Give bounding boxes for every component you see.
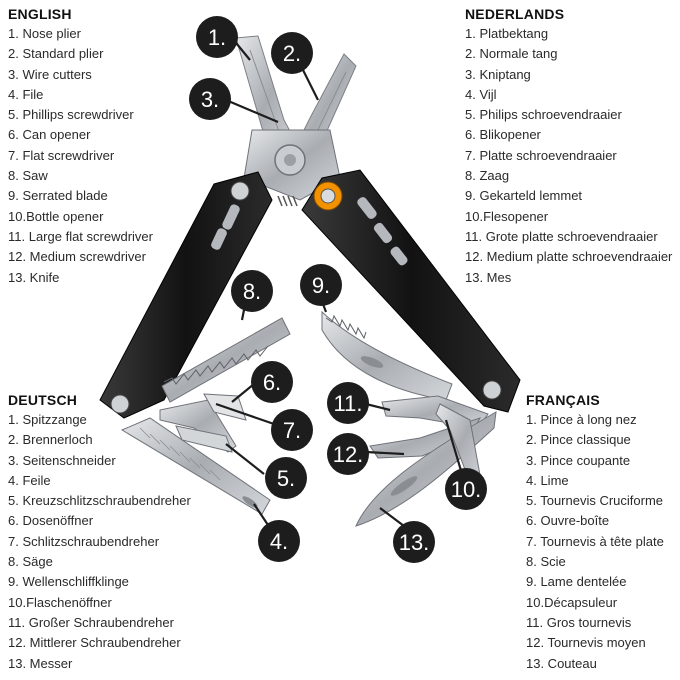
legend-deutsch: DEUTSCH 1. Spitzzange 2. Brennerloch 3. … xyxy=(8,392,191,674)
legend-item: 13. Couteau xyxy=(526,655,597,671)
callout-7: 7. xyxy=(271,409,313,451)
callout-label: 1. xyxy=(208,25,226,50)
legend-item: 3. Seitenschneider xyxy=(8,452,116,468)
legend-item: 13. Messer xyxy=(8,655,73,671)
left-handle xyxy=(99,171,273,419)
legend-item: 10.Bottle opener xyxy=(8,208,104,224)
legend-item: 3. Wire cutters xyxy=(8,66,92,82)
legend-item: 5. Phillips screwdriver xyxy=(8,107,134,123)
callout-3: 3. xyxy=(189,78,231,120)
legend-item: 12. Tournevis moyen xyxy=(526,635,646,651)
legend-item: 12. Mittlerer Schraubendreher xyxy=(8,635,181,651)
legend-item: 4. Feile xyxy=(8,472,51,488)
legend-heading: ENGLISH xyxy=(8,6,72,22)
legend-nederlands: NEDERLANDS 1. Platbektang 2. Normale tan… xyxy=(465,6,672,288)
legend-item: 10.Flaschenöffner xyxy=(8,594,112,610)
legend-item: 1. Spitzzange xyxy=(8,412,87,427)
callout-label: 12. xyxy=(333,442,364,467)
callout-label: 3. xyxy=(201,87,219,112)
legend-item: 1. Platbektang xyxy=(465,26,549,41)
legend-item: 6. Can opener xyxy=(8,127,91,143)
legend-item: 8. Zaag xyxy=(465,168,510,184)
callout-5: 5. xyxy=(265,457,307,499)
legend-item: 8. Scie xyxy=(526,554,566,570)
legend-item: 5. Tournevis Cruciforme xyxy=(526,493,664,509)
legend-item: 6. Dosenöffner xyxy=(8,513,94,529)
legend-item: 5. Philips schroevendraaier xyxy=(465,107,622,123)
legend-item: 8. Säge xyxy=(8,554,53,570)
callout-label: 13. xyxy=(399,530,430,555)
legend-item: 7. Flat screwdriver xyxy=(8,147,115,163)
right-handle xyxy=(301,169,521,413)
legend-item: 4. Vijl xyxy=(465,86,497,102)
legend-item: 7. Schlitzschraubendreher xyxy=(8,533,160,549)
callout-10: 10. xyxy=(445,468,487,510)
callout-label: 2. xyxy=(283,41,301,66)
callout-label: 7. xyxy=(283,418,301,443)
legend-item: 9. Gekarteld lemmet xyxy=(465,188,583,204)
file-and-openers xyxy=(120,393,271,515)
saw-blade xyxy=(161,317,291,403)
callout-1: 1. xyxy=(196,16,238,58)
callout-4: 4. xyxy=(258,520,300,562)
callout-6: 6. xyxy=(251,361,293,403)
callout-9: 9. xyxy=(300,264,342,306)
legend-item: 1. Nose plier xyxy=(8,26,81,41)
legend-item: 12. Medium screwdriver xyxy=(8,249,146,265)
callout-label: 11. xyxy=(334,391,363,416)
legend-item: 6. Ouvre-boîte xyxy=(526,513,610,529)
legend-item: 7. Tournevis à tête plate xyxy=(526,533,664,549)
legend-item: 12. Medium platte schroevendraaier xyxy=(465,249,673,265)
legend-item: 3. Pince coupante xyxy=(526,452,631,468)
callout-label: 8. xyxy=(243,279,261,304)
legend-item: 6. Blikopener xyxy=(465,127,541,143)
legend-heading: NEDERLANDS xyxy=(465,6,565,22)
legend-english: ENGLISH 1. Nose plier 2. Standard plier … xyxy=(8,6,153,288)
legend-item: 13. Knife xyxy=(8,269,60,285)
legend-item: 9. Lame dentelée xyxy=(526,574,627,590)
legend-item: 11. Großer Schraubendreher xyxy=(8,614,174,630)
legend-item: 11. Gros tournevis xyxy=(526,614,632,630)
callout-label: 6. xyxy=(263,370,281,395)
legend-item: 3. Kniptang xyxy=(465,66,531,82)
callout-label: 5. xyxy=(277,466,295,491)
legend-item: 13. Mes xyxy=(465,269,512,285)
legend-item: 1. Pince à long nez xyxy=(526,412,637,427)
legend-item: 10.Décapsuleur xyxy=(526,594,618,610)
legend-item: 10.Flesopener xyxy=(465,208,549,224)
plier-pivot xyxy=(243,129,341,201)
legend-item: 9. Wellenschliffklinge xyxy=(8,574,129,590)
callout-2: 2. xyxy=(271,32,313,74)
callout-12: 12. xyxy=(327,433,369,475)
legend-francais: FRANÇAIS 1. Pince à long nez 2. Pince cl… xyxy=(526,392,664,674)
spring xyxy=(277,195,298,207)
legend-item: 2. Standard plier xyxy=(8,46,104,62)
callout-label: 10. xyxy=(451,477,482,502)
legend-heading: DEUTSCH xyxy=(8,392,78,408)
legend-item: 2. Normale tang xyxy=(465,46,558,62)
legend-item: 4. Lime xyxy=(526,472,569,488)
legend-item: 5. Kreuzschlitzschraubendreher xyxy=(8,493,191,509)
legend-heading: FRANÇAIS xyxy=(526,392,600,408)
legend-item: 2. Brennerloch xyxy=(8,432,93,448)
callout-label: 9. xyxy=(312,273,330,298)
legend-item: 11. Large flat screwdriver xyxy=(8,228,153,244)
legend-item: 7. Platte schroevendraaier xyxy=(465,147,617,163)
legend-item: 8. Saw xyxy=(8,168,48,184)
legend-item: 9. Serrated blade xyxy=(8,188,108,204)
callout-label: 4. xyxy=(270,529,288,554)
callout-8: 8. xyxy=(231,270,273,312)
legend-item: 4. File xyxy=(8,86,44,102)
legend-item: 11. Grote platte schroevendraaier xyxy=(465,228,658,244)
legend-item: 2. Pince classique xyxy=(526,432,631,448)
callout-13: 13. xyxy=(393,521,435,563)
callout-11: 11. xyxy=(327,382,369,424)
